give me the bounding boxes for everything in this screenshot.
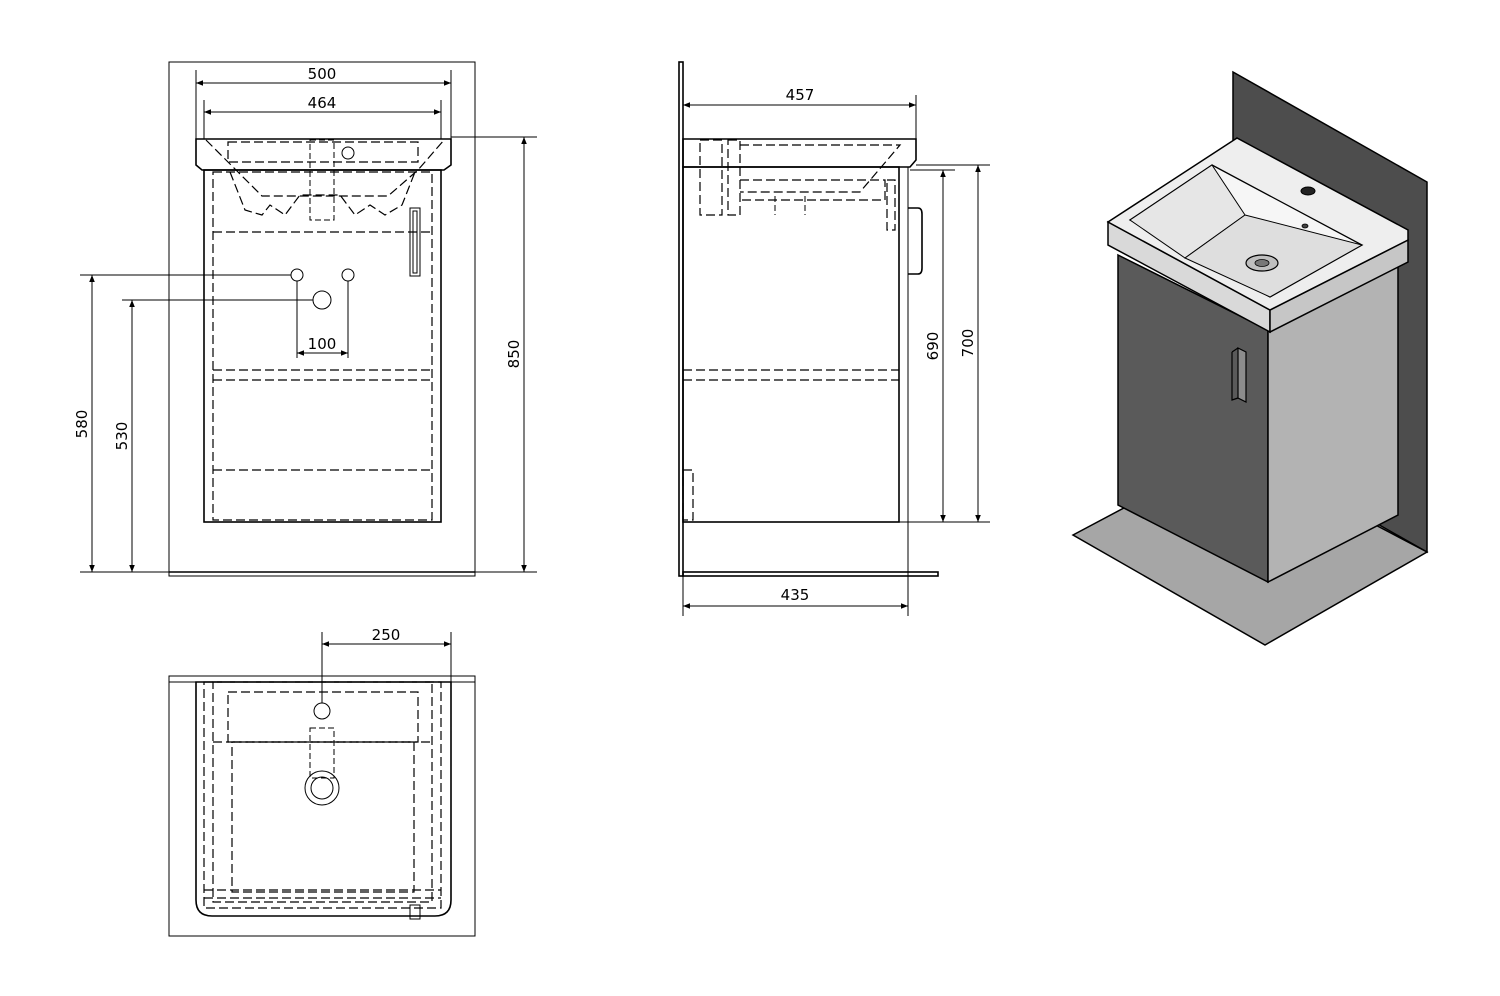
- side-handle: [908, 207, 923, 275]
- top-view: 250: [168, 626, 476, 937]
- iso-tap-hole: [1300, 186, 1316, 196]
- dim-700: 700: [959, 329, 977, 358]
- hidden-shape: [740, 179, 886, 201]
- dim-530: 530: [113, 422, 131, 451]
- basin-underside-hidden: [229, 171, 416, 216]
- side-cabinet: [682, 166, 900, 523]
- top-tap-hole: [313, 702, 331, 720]
- dim-464: 464: [308, 94, 337, 112]
- dim-850: 850: [505, 340, 523, 369]
- top-drain-inner: [310, 776, 334, 800]
- dim-100: 100: [308, 335, 337, 353]
- hidden-shape: [212, 681, 433, 903]
- top-wall-outline: [168, 675, 476, 937]
- basin-top: [195, 138, 452, 171]
- cabinet-body: [203, 169, 442, 523]
- side-basin-top: [682, 138, 917, 168]
- hidden-shape: [682, 469, 694, 521]
- hidden-shape: [886, 179, 896, 231]
- dim-457: 457: [786, 86, 815, 104]
- hidden-shape: [727, 139, 741, 216]
- front-view: 500 464 100 850 580 530: [73, 61, 537, 577]
- iso-drain-inner: [1254, 259, 1270, 267]
- door-handle-inner: [412, 210, 418, 274]
- side-bowl-hidden: [740, 144, 902, 193]
- dim-500: 500: [308, 65, 337, 83]
- drain-hidden: [309, 139, 335, 221]
- hidden-shape: [227, 691, 419, 743]
- basin-rim-hidden: [227, 141, 419, 163]
- iso-handle: [1237, 347, 1247, 403]
- iso-handle-edge: [1231, 347, 1239, 401]
- dim-690: 690: [924, 332, 942, 361]
- basin-bowl-hidden: [205, 139, 445, 197]
- door-handle: [409, 207, 421, 277]
- dim-580: 580: [73, 410, 91, 439]
- top-bowl-hidden: [231, 741, 415, 893]
- wall-panel-outline: [168, 61, 476, 577]
- hidden-shape: [309, 727, 335, 779]
- isometric-view: [1071, 70, 1429, 646]
- tap-hole: [341, 146, 355, 160]
- dim-250: 250: [372, 626, 401, 644]
- top-basin-outline: [195, 681, 452, 917]
- water-inlet-left: [290, 268, 304, 282]
- side-siphon-hidden: [699, 139, 723, 216]
- iso-bowl-bottom: [1184, 214, 1364, 298]
- hidden-shape: [203, 681, 442, 909]
- cabinet-inner-hidden: [212, 171, 433, 521]
- dim-435: 435: [781, 586, 810, 604]
- waste-outlet: [312, 290, 332, 310]
- top-drain-outer: [304, 770, 340, 806]
- top-handle: [409, 904, 421, 920]
- water-inlet-right: [341, 268, 355, 282]
- floor-section: [682, 571, 939, 577]
- iso-overflow: [1301, 223, 1309, 229]
- side-view: 457 435 690 700: [678, 61, 990, 616]
